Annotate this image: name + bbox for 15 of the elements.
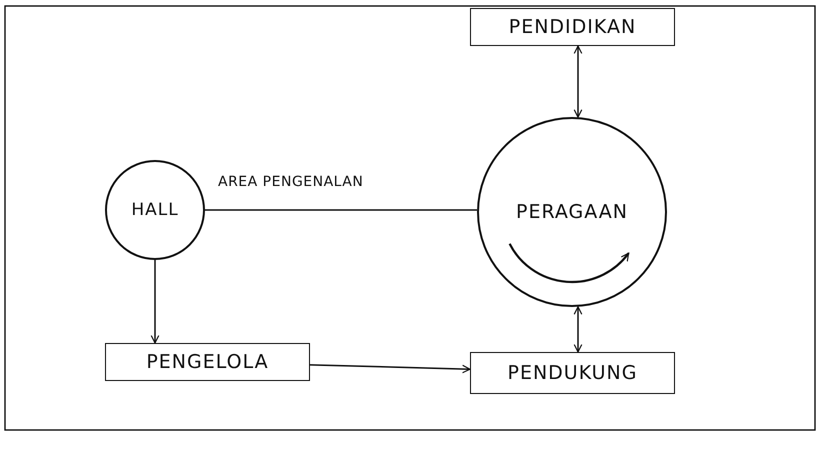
process-box (470, 352, 675, 394)
node-label: PENDUKUNG (507, 362, 638, 384)
process-box (470, 8, 675, 46)
node-label: PERAGAAN (516, 201, 628, 223)
arrow (150, 260, 160, 344)
circle-node (105, 160, 205, 260)
node-label: HALL (131, 200, 179, 220)
arrow (574, 306, 582, 353)
circle-node (477, 117, 667, 307)
arrow (574, 45, 582, 118)
node-label: PENGELOLA (146, 351, 269, 373)
node-label: PENDIDIKAN (508, 16, 636, 38)
process-box (105, 343, 310, 381)
connector-line (205, 209, 478, 211)
arrow (310, 364, 471, 374)
